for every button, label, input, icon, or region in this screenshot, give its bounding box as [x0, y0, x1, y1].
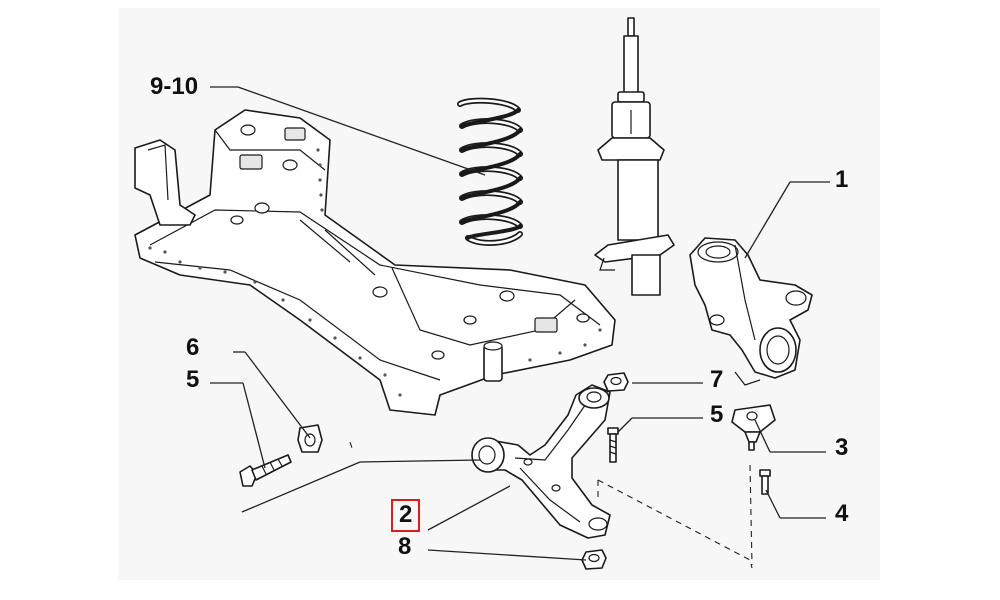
- ball-joint-bolt: [759, 469, 771, 495]
- steering-knuckle: [689, 237, 813, 386]
- callout-spring: 9-10: [150, 73, 199, 100]
- callout-nut-bottom: 8: [398, 533, 412, 560]
- callout-ball-joint-bolt: 4: [835, 500, 849, 527]
- bolt-left: [239, 454, 292, 487]
- callout-nut-top: 7: [710, 366, 724, 393]
- coil-spring: [457, 97, 523, 246]
- bolt-upper: [607, 427, 619, 463]
- leader-lines: [210, 86, 830, 561]
- nut-top: [603, 372, 629, 392]
- assembly-lines: [349, 441, 753, 569]
- washer-plate: [297, 424, 323, 453]
- shock-absorber: [594, 17, 675, 296]
- callout-ball-joint: 3: [835, 434, 849, 461]
- callout-steering-knuckle: 1: [835, 166, 849, 193]
- callout-bolt-left: 5: [186, 366, 200, 393]
- subframe: [134, 109, 616, 416]
- callout-control-arm[interactable]: 2: [391, 499, 421, 532]
- lower-control-arm: [471, 384, 611, 539]
- callout-washer-plate: 6: [186, 334, 200, 361]
- callout-bolt-upper: 5: [710, 401, 724, 428]
